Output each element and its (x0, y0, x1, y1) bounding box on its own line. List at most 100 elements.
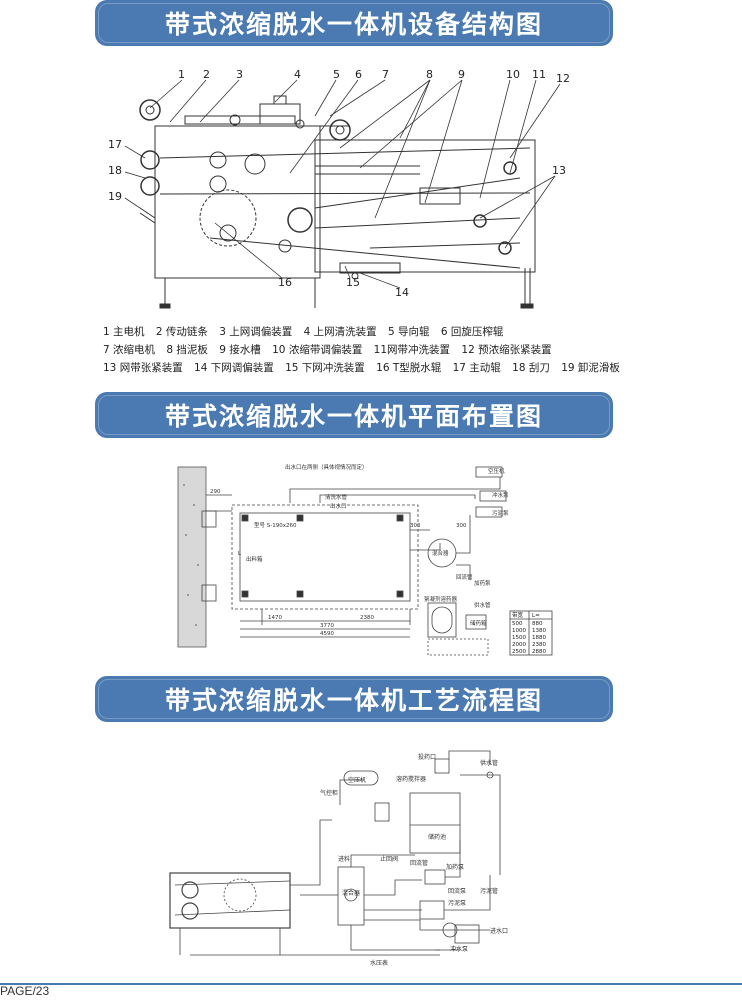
callout-1: 1 (178, 68, 185, 81)
legend-item: 4 上网清洗装置 (303, 326, 377, 338)
legend-item: 5 导向辊 (388, 326, 430, 338)
dim-2380: 2380 (360, 615, 374, 621)
page-number: PAGE/23 (0, 984, 50, 998)
callout-13: 13 (552, 164, 566, 177)
callout-12: 12 (556, 72, 570, 85)
label-sludge-pipe: 污泥管 (480, 887, 498, 895)
label-feed-tank: 出料箱 (246, 555, 263, 563)
label-supply-pipe: 供水管 (474, 601, 491, 609)
callout-6: 6 (355, 68, 362, 81)
label-dosing-mixer: 溶药搅拌器 (396, 775, 426, 783)
legend-item: 7 浓缩电机 (103, 344, 156, 356)
callout-10: 10 (506, 68, 520, 81)
table-cell: 2380 (532, 642, 546, 648)
legend-item: 10 浓缩带调偏装置 (272, 344, 363, 356)
table-cell: 1880 (532, 635, 546, 641)
label-storage: 储药池 (428, 833, 446, 841)
label-storage: 储药箱 (470, 619, 487, 627)
label-flush-pump: 冲水泵 (492, 491, 509, 499)
callout-15: 15 (346, 276, 360, 289)
footer-rule (0, 983, 742, 985)
dim-300b: 300 (456, 523, 467, 529)
dim-4590: 4590 (320, 631, 334, 637)
legend-row: 13 网带张紧装置 14 下网调偏装置 15 下网冲洗装置 16 T型脱水辊 1… (103, 359, 643, 377)
label-feed: 进料 (338, 855, 350, 863)
table-cell: 2880 (532, 649, 546, 655)
label-return-pipe: 回流管 (410, 859, 428, 867)
label-water-pipe: 供水管 (480, 759, 498, 767)
legend-item: 12 预浓缩张紧装置 (461, 344, 552, 356)
label-flush-pipe: 清洗水管 (325, 493, 348, 501)
callout-18: 18 (108, 164, 122, 177)
callout-4: 4 (294, 68, 301, 81)
label-return-pipe: 回流管 (456, 573, 473, 581)
structure-legend: 1 主电机 2 传动链条 3 上网调偏装置 4 上网清洗装置 5 导向辊 6 回… (103, 323, 643, 377)
legend-item: 18 刮刀 (512, 362, 550, 374)
label-inlet: 进水口 (490, 927, 508, 935)
legend-item: 17 主动辊 (452, 362, 501, 374)
label-stop-valve: 止回阀 (380, 855, 398, 863)
label-outlet-small: 出水口 (330, 502, 347, 510)
table-cell: 2500 (512, 649, 526, 655)
callout-8: 8 (426, 68, 433, 81)
legend-item: 8 挡泥板 (166, 344, 208, 356)
table-cell: 1500 (512, 635, 526, 641)
layout-plan-diagram: 出水口在两侧（具体视情况而定） 空压机 冲水泵 污泥泵 清洗水管 出水口 型号 … (177, 463, 553, 656)
label-model: 型号 S-190x260 (254, 521, 297, 529)
legend-item: 6 回旋压榨辊 (440, 326, 504, 338)
label-dosing-box: 投药口 (418, 753, 436, 761)
label-mixer: 混合器 (432, 549, 449, 557)
legend-item: 2 传动链条 (155, 326, 208, 338)
callout-14: 14 (395, 286, 409, 299)
callout-17: 17 (108, 138, 122, 151)
callout-19: 19 (108, 190, 122, 203)
label-pressure: 水压表 (370, 959, 388, 967)
dim-290: 290 (210, 489, 221, 495)
callout-2: 2 (203, 68, 210, 81)
label-flush-pump: 冲水泵 (450, 945, 468, 953)
label-sludge-pump: 污泥泵 (448, 899, 466, 907)
label-air-compressor: 空压机 (348, 776, 366, 784)
label-dosing-pump: 加药泵 (446, 863, 464, 871)
legend-item: 9 接水槽 (219, 344, 261, 356)
table-cell: 1000 (512, 628, 526, 634)
callout-16: 16 (278, 276, 292, 289)
table-cell: 500 (512, 621, 523, 627)
layout-section-title: 带式浓缩脱水一体机平面布置图 (95, 392, 613, 438)
legend-item: 19 卸泥滑板 (561, 362, 620, 374)
table-header: 带宽 (512, 611, 524, 619)
legend-row: 7 浓缩电机 8 挡泥板 9 接水槽 10 浓缩带调偏装置 11网带冲洗装置 1… (103, 341, 643, 359)
callout-7: 7 (382, 68, 389, 81)
legend-item: 15 下网冲洗装置 (285, 362, 365, 374)
label-dosing-tank: 絮凝剂溶药器 (424, 595, 458, 603)
callout-9: 9 (458, 68, 465, 81)
dim-1470: 1470 (268, 615, 282, 621)
legend-item: 13 网带张紧装置 (103, 362, 183, 374)
structure-section-title: 带式浓缩脱水一体机设备结构图 (95, 0, 613, 46)
structure-diagram: 1 2 3 4 5 6 7 8 9 10 11 12 17 18 19 13 1… (108, 68, 570, 309)
label-outlet: 出水口在两侧（具体视情况而定） (285, 463, 368, 471)
dim-L: L (238, 551, 242, 557)
process-flow-diagram: 投药口 溶药搅拌器 供水管 气控柜 空压机 储药池 回流管 止回阀 加药泵 回流… (169, 750, 508, 967)
process-section-title: 带式浓缩脱水一体机工艺流程图 (95, 676, 613, 722)
callout-3: 3 (236, 68, 243, 81)
label-sludge-pump: 污泥泵 (492, 509, 509, 517)
legend-row: 1 主电机 2 传动链条 3 上网调偏装置 4 上网清洗装置 5 导向辊 6 回… (103, 323, 643, 341)
callout-11: 11 (532, 68, 546, 81)
label-return-pump: 回流泵 (448, 887, 466, 895)
table-cell: 2000 (512, 642, 526, 648)
legend-item: 11网带冲洗装置 (373, 344, 451, 356)
label-dosing-pump: 加药泵 (474, 579, 491, 587)
legend-item: 16 T型脱水辊 (376, 362, 442, 374)
legend-item: 14 下网调偏装置 (194, 362, 274, 374)
table-cell: 1380 (532, 628, 546, 634)
dim-3770: 3770 (320, 623, 334, 629)
dim-300a: 300 (410, 523, 421, 529)
legend-item: 3 上网调偏装置 (219, 326, 293, 338)
callout-5: 5 (333, 68, 340, 81)
table-header: L= (532, 613, 540, 619)
label-air-compressor: 空压机 (488, 467, 505, 475)
table-cell: 880 (532, 621, 543, 627)
label-air-valve: 气控柜 (320, 789, 338, 797)
label-mixer: 混合器 (342, 889, 360, 897)
